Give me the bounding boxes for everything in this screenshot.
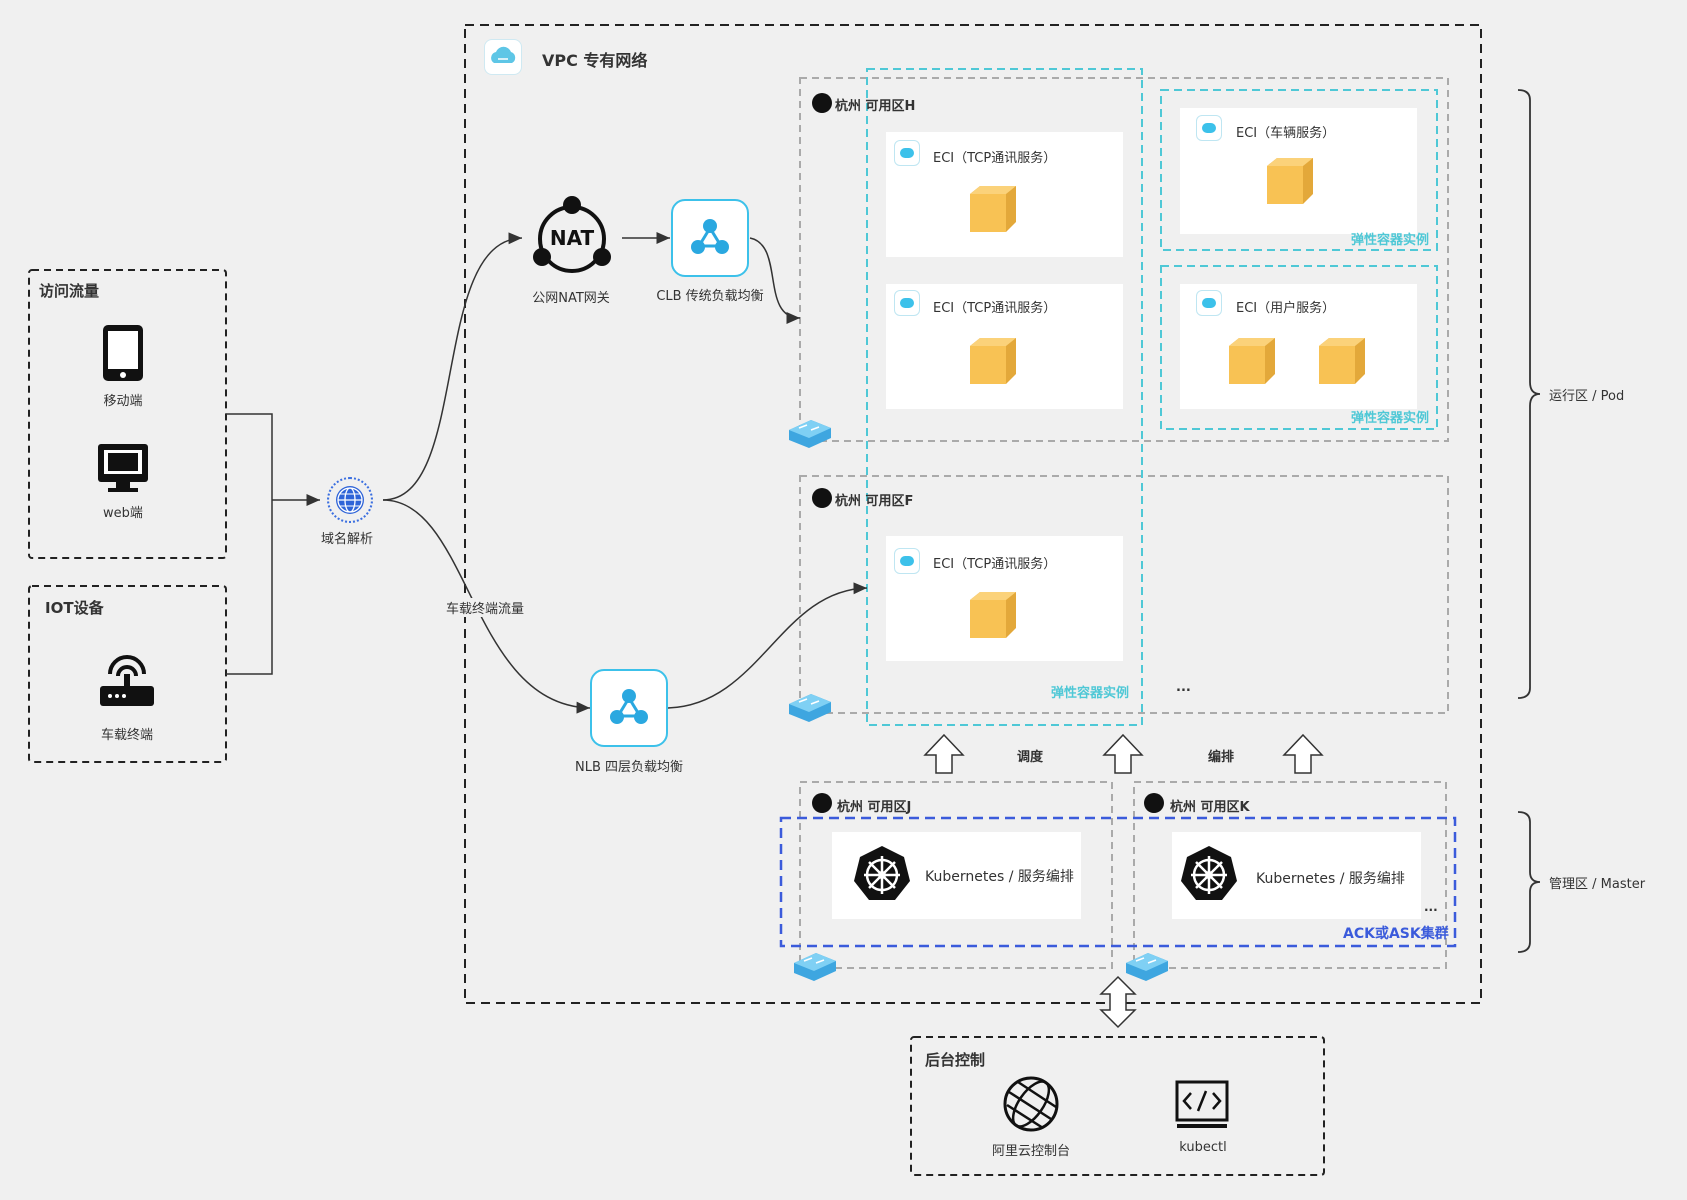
zone-k-border	[1133, 781, 1447, 969]
backend-title: 后台控制	[925, 1051, 986, 1069]
container-cube-icon	[1317, 336, 1367, 386]
clb-label: CLB 传统负载均衡	[656, 289, 764, 304]
console-label: 阿里云控制台	[991, 1144, 1070, 1159]
zone-j-title: 杭州 可用区J	[837, 800, 912, 815]
eci-title: ECI（TCP通讯服务）	[933, 301, 1057, 316]
eci-cloud-icon	[894, 290, 920, 316]
up-arrow-2	[1102, 733, 1144, 774]
container-cube-icon	[1227, 336, 1277, 386]
zone-f-title: 杭州 可用区F	[835, 494, 914, 509]
eci-group-label-main: 弹性容器实例	[1051, 686, 1130, 701]
kubectl-label: kubectl	[1179, 1140, 1227, 1155]
zone-j-border	[799, 781, 1113, 969]
eci-cloud-icon	[1196, 115, 1222, 141]
switch-icon	[1126, 953, 1168, 983]
eci-card-tcp-1: ECI（TCP通讯服务）	[886, 132, 1123, 257]
switch-icon	[789, 694, 831, 724]
eci-title: ECI（车辆服务）	[1236, 126, 1336, 141]
eci-group-main-border	[866, 68, 1143, 726]
mgmt-zone-label: 管理区 / Master	[1549, 877, 1646, 892]
router-icon	[100, 652, 154, 708]
zone-h-globe-icon	[812, 93, 832, 113]
kubernetes-icon	[1179, 844, 1239, 904]
zone-h-border	[799, 77, 1449, 442]
mgmt-brace	[1517, 811, 1541, 953]
zone-k-title: 杭州 可用区K	[1170, 800, 1250, 815]
zone-f-border	[799, 475, 1449, 714]
switch-icon	[794, 953, 836, 983]
zone-h-title: 杭州 可用区H	[835, 99, 916, 114]
eci-title: ECI（TCP通讯服务）	[933, 151, 1057, 166]
k8s-card-j: Kubernetes / 服务编排	[832, 832, 1081, 919]
nat-icon-text: NAT	[549, 226, 595, 250]
nlb-icon	[590, 669, 668, 747]
eci-cloud-icon	[894, 140, 920, 166]
k8s-label: Kubernetes / 服务编排	[1256, 871, 1405, 887]
ack-border	[779, 816, 1457, 948]
mobile-label: 移动端	[103, 394, 143, 409]
eci-card-user: ECI（用户服务）	[1180, 284, 1417, 409]
eci-card-tcp-2: ECI（TCP通讯服务）	[886, 284, 1123, 409]
vpc-title: VPC 专有网络	[542, 51, 648, 70]
container-cube-icon	[968, 184, 1018, 234]
switch-icon	[789, 420, 831, 450]
nlb-label: NLB 四层负载均衡	[574, 760, 684, 775]
kubernetes-icon	[852, 844, 912, 904]
code-terminal-icon	[1175, 1080, 1229, 1132]
vehicle-flow-label: 车载终端流量	[444, 598, 527, 617]
schedule-label: 调度	[1017, 750, 1044, 765]
eci-cloud-icon	[894, 548, 920, 574]
zone-f-ellipsis: ...	[1176, 680, 1191, 695]
monitor-icon	[98, 444, 148, 492]
eci-card-tcp-3: ECI（TCP通讯服务）	[886, 536, 1123, 661]
nat-icon: NAT	[530, 196, 614, 280]
zone-j-globe-icon	[812, 793, 832, 813]
web-label: web端	[103, 506, 143, 521]
k8s-card-k: Kubernetes / 服务编排	[1172, 832, 1421, 919]
orchestrate-label: 编排	[1208, 750, 1235, 765]
backend-border	[910, 1036, 1325, 1176]
eci-group-label-user: 弹性容器实例	[1351, 411, 1430, 426]
up-arrow-3	[1282, 733, 1324, 774]
container-cube-icon	[968, 590, 1018, 640]
eci-cloud-icon	[1196, 290, 1222, 316]
eci-title: ECI（用户服务）	[1236, 301, 1336, 316]
vehicle-label: 车载终端	[100, 728, 153, 743]
runtime-zone-label: 运行区 / Pod	[1549, 389, 1625, 404]
k8s-label: Kubernetes / 服务编排	[925, 869, 1074, 885]
mobile-icon	[103, 325, 143, 381]
eci-group-label-vehicle: 弹性容器实例	[1351, 233, 1430, 248]
ack-label: ACK或ASK集群	[1343, 926, 1449, 942]
iot-title: IOT设备	[45, 599, 104, 617]
zone-f-globe-icon	[812, 488, 832, 508]
globe-icon	[327, 477, 373, 523]
runtime-brace	[1517, 89, 1541, 699]
k8s-ellipsis: ...	[1424, 900, 1438, 914]
cloud-icon	[484, 39, 522, 75]
container-cube-icon	[1265, 156, 1315, 206]
vpc-border	[464, 24, 1482, 1004]
clb-icon	[671, 199, 749, 277]
nat-label: 公网NAT网关	[532, 291, 610, 306]
double-arrow	[1099, 975, 1137, 1029]
container-cube-icon	[968, 336, 1018, 386]
eci-group-vehicle-border	[1160, 89, 1438, 251]
web-console-globe-icon	[1003, 1075, 1059, 1133]
eci-card-vehicle: ECI（车辆服务）	[1180, 108, 1417, 234]
up-arrow-1	[923, 733, 965, 774]
eci-group-user-border	[1160, 265, 1438, 430]
zone-k-globe-icon	[1144, 793, 1164, 813]
eci-title: ECI（TCP通讯服务）	[933, 557, 1057, 572]
dns-label: 域名解析	[320, 532, 373, 547]
access-title: 访问流量	[39, 282, 100, 300]
